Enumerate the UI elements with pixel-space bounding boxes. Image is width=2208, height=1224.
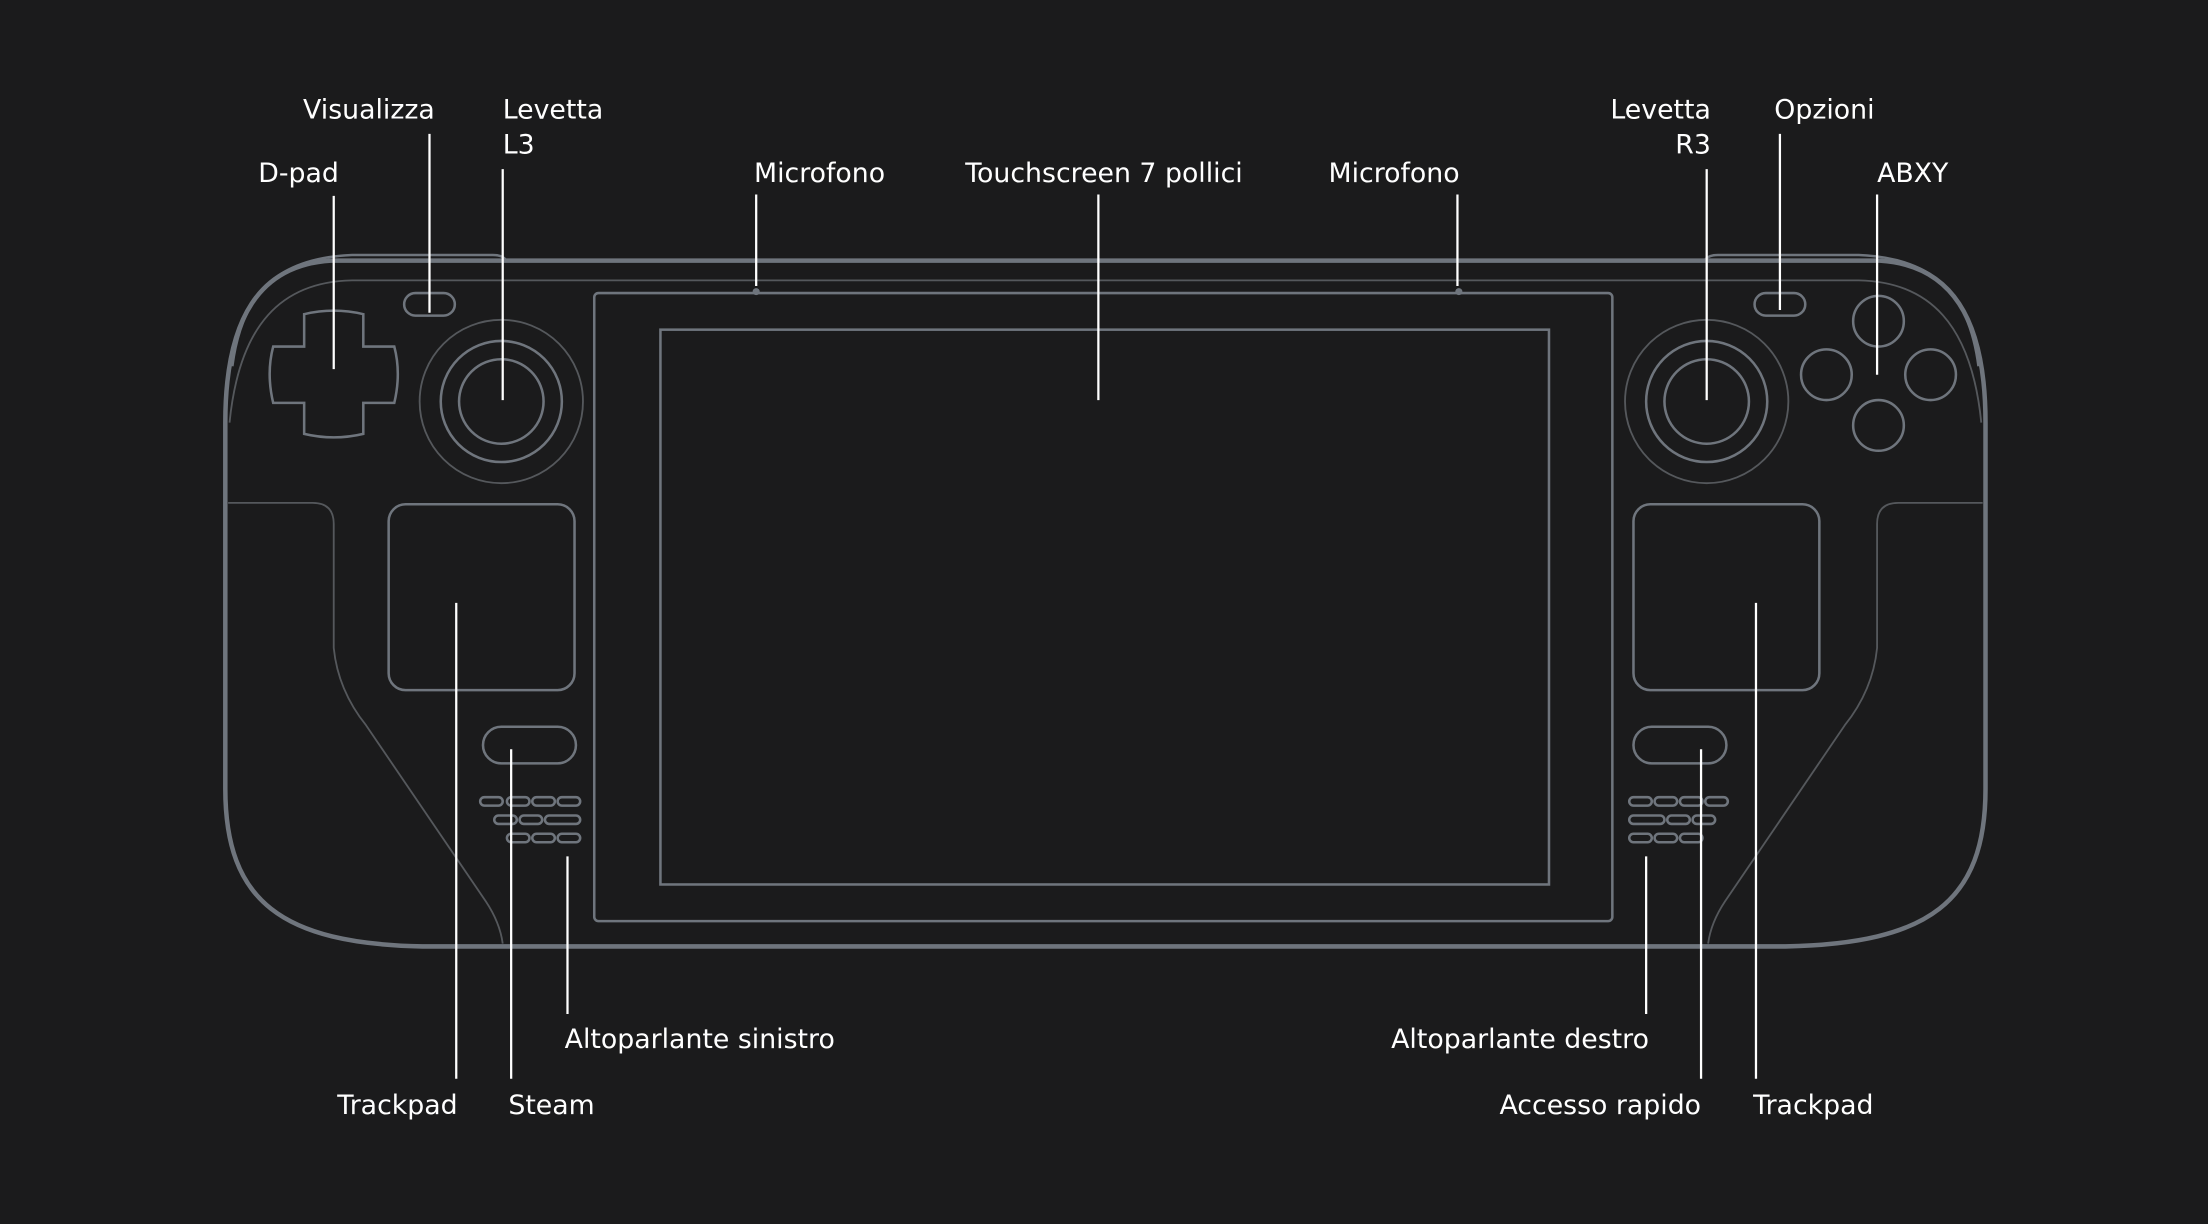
label-mic-left: Microfono bbox=[754, 158, 885, 189]
microphone-left bbox=[752, 288, 760, 296]
label-steam: Steam bbox=[508, 1090, 594, 1121]
label-trackpad-left: Trackpad bbox=[336, 1090, 457, 1121]
leader-lines bbox=[332, 133, 1879, 1079]
label-dpad: D-pad bbox=[258, 158, 339, 189]
right-speaker-grille bbox=[1627, 795, 1730, 844]
label-l3-line1: Levetta bbox=[503, 94, 604, 125]
label-l3-line2: L3 bbox=[503, 130, 535, 161]
label-view: Visualizza bbox=[303, 94, 435, 125]
device-outline bbox=[223, 253, 1988, 949]
label-speaker-right: Altoparlante destro bbox=[1391, 1024, 1649, 1055]
label-options: Opzioni bbox=[1774, 94, 1874, 125]
label-r3-line1: Levetta bbox=[1610, 94, 1711, 125]
touchscreen[interactable] bbox=[659, 328, 1551, 886]
label-r3-line2: R3 bbox=[1675, 130, 1711, 161]
abxy-buttons[interactable] bbox=[1799, 294, 1958, 453]
right-trackpad[interactable] bbox=[1632, 503, 1821, 692]
label-touchscreen: Touchscreen 7 pollici bbox=[964, 158, 1243, 189]
label-quick-access: Accesso rapido bbox=[1499, 1090, 1701, 1121]
left-speaker-grille bbox=[478, 795, 582, 844]
label-trackpad-right: Trackpad bbox=[1752, 1090, 1873, 1121]
left-stick[interactable] bbox=[418, 318, 584, 485]
microphone-right bbox=[1455, 288, 1463, 296]
label-abxy: ABXY bbox=[1877, 158, 1949, 189]
dpad[interactable] bbox=[268, 309, 400, 439]
steam-button[interactable] bbox=[481, 725, 578, 765]
screen-bezel bbox=[592, 291, 1614, 923]
label-speaker-left: Altoparlante sinistro bbox=[565, 1024, 835, 1055]
left-trackpad[interactable] bbox=[387, 503, 576, 692]
label-mic-right: Microfono bbox=[1329, 158, 1460, 189]
quick-access-button[interactable] bbox=[1632, 725, 1728, 765]
